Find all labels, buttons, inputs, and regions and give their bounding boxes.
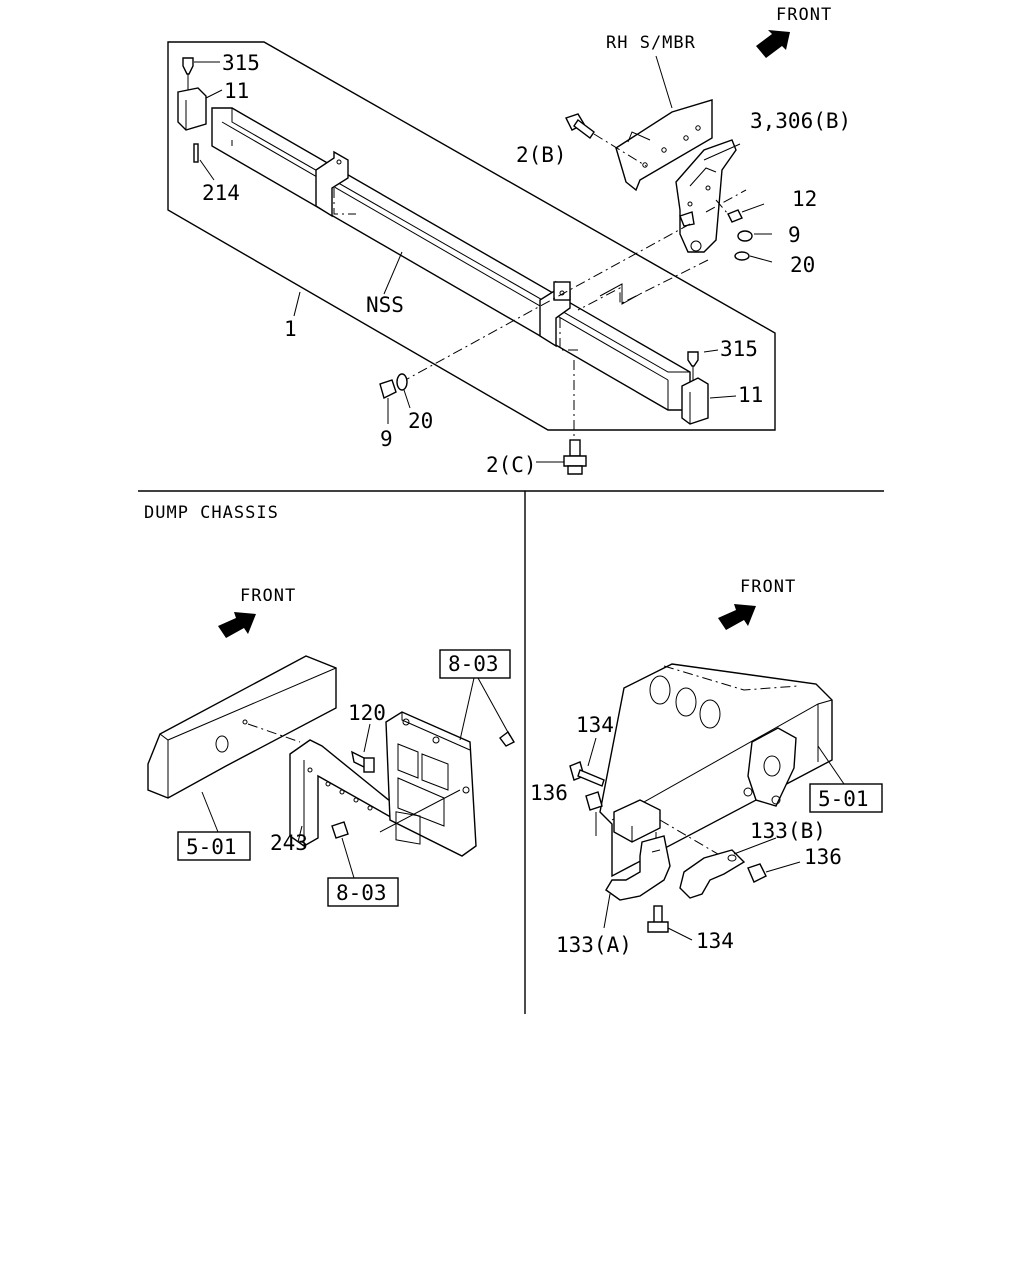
- label-11-lower: 11: [738, 383, 763, 407]
- assembly-outline: [167, 41, 776, 431]
- nut-243: [331, 821, 349, 839]
- bolt-120: [351, 750, 375, 773]
- module-8-03: [385, 711, 477, 857]
- label-20-upper: 20: [790, 253, 815, 277]
- tow-hook-133b: [679, 849, 746, 899]
- clip-214: [193, 143, 199, 163]
- ref-box-5-01-right: 5-01: [809, 783, 883, 813]
- ref-box-5-01-left: 5-01: [177, 831, 251, 861]
- front-arrow-right-icon: [718, 604, 756, 630]
- mount-block-upper: [177, 57, 207, 131]
- label-136-lower: 136: [804, 845, 842, 869]
- label-134-lower: 134: [696, 929, 734, 953]
- label-243: 243: [270, 831, 308, 855]
- label-11-upper: 11: [224, 79, 249, 103]
- label-1: 1: [284, 317, 297, 341]
- cross-member-nss: [211, 107, 691, 411]
- washer-20-upper: [734, 251, 750, 261]
- dump-chassis-caption: DUMP CHASSIS: [144, 503, 279, 523]
- tow-hook-133a: [605, 835, 671, 901]
- bracket-3-306b: [675, 139, 737, 253]
- bracket-243: [289, 739, 397, 847]
- bolt-2b: [565, 113, 647, 167]
- ref-8-03-top: 8-03: [448, 652, 499, 676]
- nut-9-upper: [737, 230, 753, 242]
- hook-bracket: [613, 799, 661, 843]
- ref-8-03-bottom: 8-03: [336, 881, 387, 905]
- ref-box-8-03-top: 8-03: [439, 649, 511, 679]
- nut-9-lower: [379, 379, 397, 400]
- frame-member-right: [599, 663, 833, 878]
- washer-20-lower: [396, 373, 408, 391]
- rh-smbr-caption: RH S/MBR: [606, 33, 696, 53]
- frame-member-left: [147, 655, 337, 799]
- label-133a: 133(A): [556, 933, 632, 957]
- label-120: 120: [348, 701, 386, 725]
- label-315-upper: 315: [222, 51, 260, 75]
- ref-box-8-03-bottom: 8-03: [327, 877, 399, 907]
- nut-136-lower: [747, 863, 767, 883]
- front-arrow-icon: [756, 30, 790, 58]
- label-2b: 2(B): [516, 143, 567, 167]
- bolt-134-lower: [647, 905, 669, 933]
- front-arrow-left-icon: [218, 612, 256, 638]
- rh-side-member: [615, 99, 713, 192]
- label-133b: 133(B): [750, 819, 826, 843]
- bolt-134-upper: [569, 761, 605, 787]
- label-2c: 2(C): [486, 453, 537, 477]
- bolt-2c: [563, 439, 587, 475]
- label-9-upper: 9: [788, 223, 801, 247]
- screw-module: [499, 730, 515, 747]
- label-315-lower: 315: [720, 337, 758, 361]
- nut-136-upper: [585, 791, 603, 811]
- label-9-lower: 9: [380, 427, 393, 451]
- front-caption-right: FRONT: [740, 577, 796, 597]
- ref-5-01-right: 5-01: [818, 787, 869, 811]
- label-214: 214: [202, 181, 240, 205]
- label-136-upper: 136: [530, 781, 568, 805]
- dump-chassis-section: DUMP CHASSIS FRONT: [144, 503, 515, 907]
- ref-5-01-left: 5-01: [186, 835, 237, 859]
- mount-block-lower: [681, 351, 709, 425]
- label-134-upper: 134: [576, 713, 614, 737]
- label-20-lower: 20: [408, 409, 433, 433]
- label-12: 12: [792, 187, 817, 211]
- label-nss: NSS: [366, 293, 404, 317]
- nut-12: [715, 199, 743, 223]
- label-3-306b: 3,306(B): [750, 109, 851, 133]
- front-caption-left: FRONT: [240, 586, 296, 606]
- front-caption: FRONT: [776, 5, 832, 25]
- top-section: FRONT RH S/MBR: [167, 5, 851, 477]
- tow-hook-section: FRONT: [530, 577, 883, 957]
